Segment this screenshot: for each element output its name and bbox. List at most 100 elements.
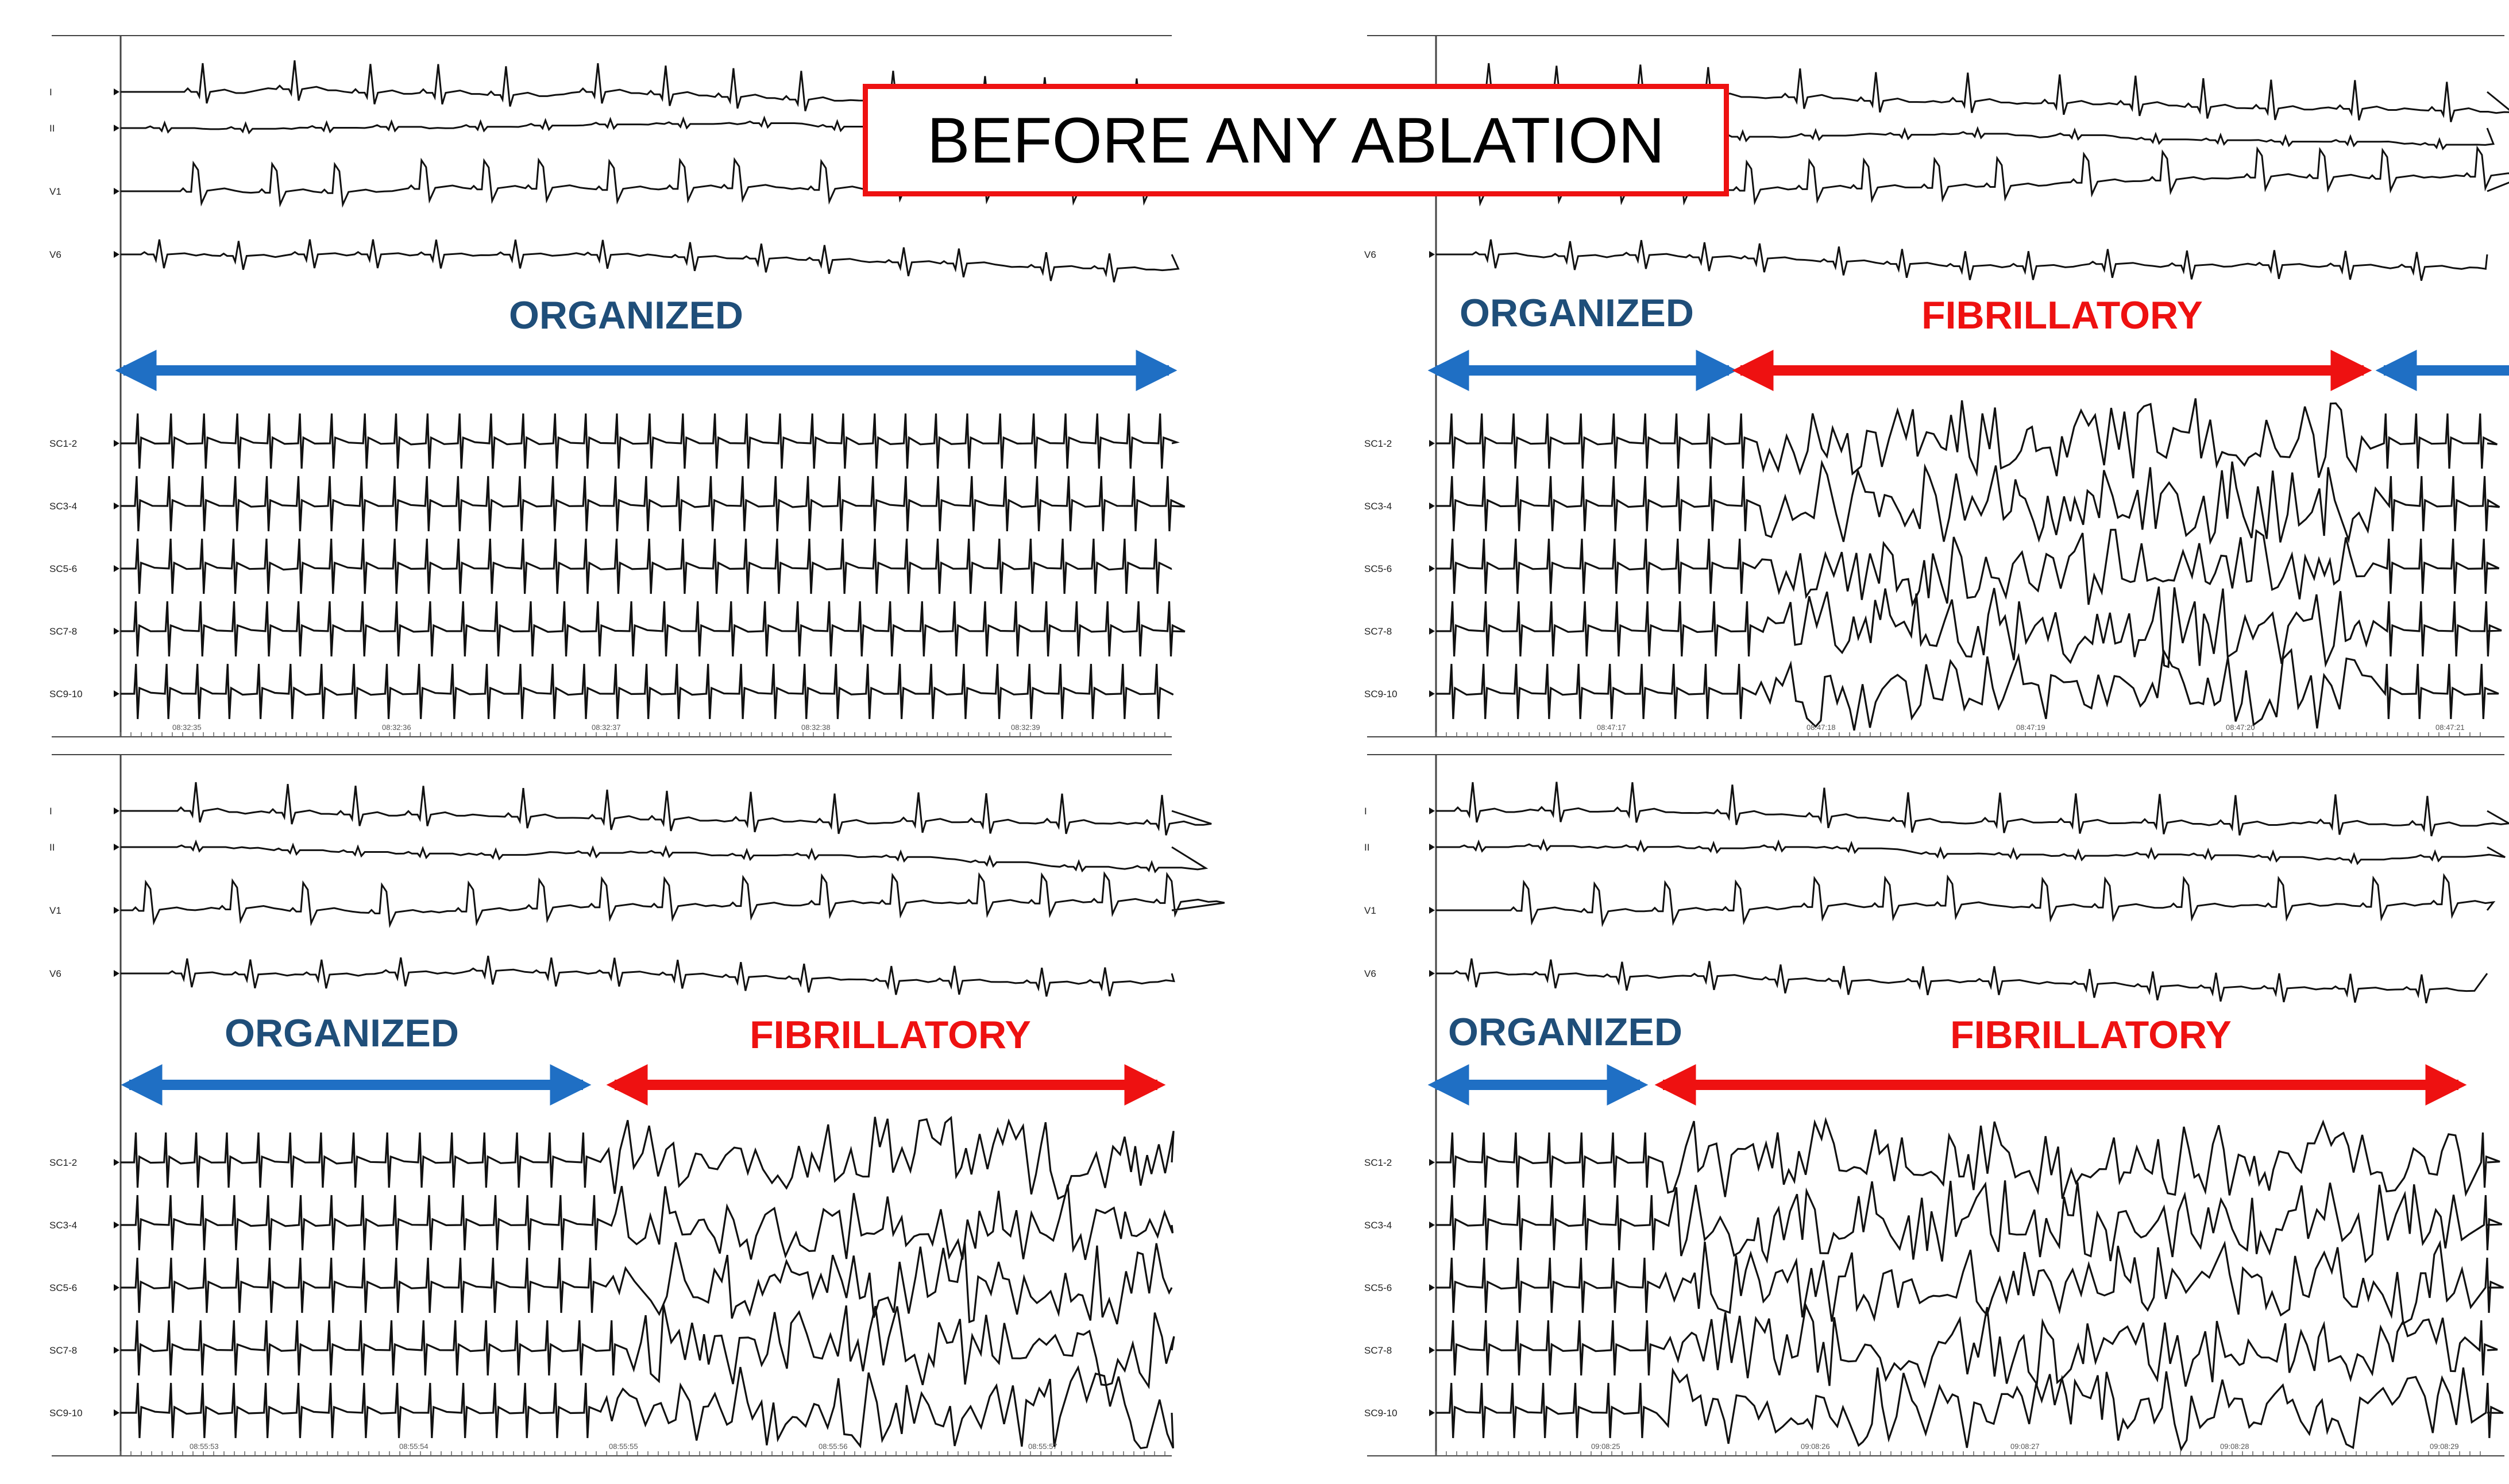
lead-marker (1429, 251, 1435, 258)
ecg-trace (1436, 1367, 2504, 1452)
lead-marker (114, 844, 119, 851)
lead-marker (114, 807, 119, 814)
ecg-trace (1436, 586, 2502, 668)
lead-marker (114, 1284, 119, 1291)
ecg-trace (1436, 1239, 2504, 1325)
ecg-trace (1436, 239, 2488, 281)
lead-marker (114, 440, 119, 447)
panel-top-left: I II V1 V6 SC1-2 SC3-4 SC5-6 SC7-8 SC9-1… (49, 35, 1207, 737)
time-label: 08:47:18 (1807, 723, 1836, 732)
ecg-trace (1436, 782, 2509, 837)
lead-label-SC1-2: SC1-2 (49, 438, 77, 449)
organized-label: ORGANIZED (1460, 291, 1694, 335)
time-labels: 08:55:53 08:55:54 08:55:55 08:55:56 08:5… (190, 1442, 1057, 1451)
fibrillatory-label: FIBRILLATORY (1921, 293, 2203, 337)
lead-label-SC5-6: SC5-6 (1364, 1282, 1392, 1293)
time-label: 08:32:36 (382, 723, 411, 732)
time-label: 09:08:26 (1801, 1442, 1830, 1451)
time-label: 08:32:35 (172, 723, 202, 732)
lead-marker (1429, 907, 1435, 914)
lead-label-SC5-6: SC5-6 (1364, 563, 1392, 574)
ecg-trace (121, 601, 1186, 657)
lead-label-SC1-2: SC1-2 (1364, 1157, 1392, 1168)
time-label: 08:32:37 (592, 723, 621, 732)
lead-label-SC1-2: SC1-2 (1364, 438, 1392, 449)
time-label: 08:55:55 (609, 1442, 638, 1451)
lead-label-V6: V6 (49, 968, 61, 979)
lead-label-SC7-8: SC7-8 (1364, 1345, 1392, 1356)
ecg-trace (121, 956, 1175, 997)
time-labels: 08:32:35 08:32:36 08:32:37 08:32:38 08:3… (172, 723, 1040, 732)
lead-marker (1429, 1409, 1435, 1416)
ecg-trace (121, 1304, 1175, 1389)
organized-label: ORGANIZED (1448, 1010, 1682, 1054)
lead-label-SC9-10: SC9-10 (49, 689, 83, 700)
ecg-trace (121, 1365, 1174, 1450)
lead-label-SC5-6: SC5-6 (49, 563, 77, 574)
lead-marker (114, 907, 119, 914)
lead-label-SC7-8: SC7-8 (49, 626, 77, 637)
organized-label: ORGANIZED (225, 1011, 459, 1055)
lead-marker (114, 251, 119, 258)
lead-marker (1429, 690, 1435, 697)
lead-marker (114, 125, 119, 132)
lead-marker (1429, 503, 1435, 509)
ecg-trace (121, 871, 1225, 929)
lead-label-SC3-4: SC3-4 (1364, 501, 1392, 512)
lead-labels: I II V1 V6 SC1-2 SC3-4 SC5-6 SC7-8 SC9-1… (49, 806, 83, 1419)
ecg-trace (121, 413, 1180, 469)
lead-label-SC3-4: SC3-4 (49, 501, 77, 512)
ecg-trace (1436, 1116, 2500, 1199)
ecg-trace (1436, 528, 2500, 608)
ecg-trace (1436, 1180, 2503, 1264)
lead-labels: I II V1 V6 SC1-2 SC3-4 SC5-6 SC7-8 SC9-1… (1364, 806, 1398, 1419)
time-label: 08:32:38 (801, 723, 831, 732)
lead-label-V6: V6 (1364, 249, 1376, 260)
lead-label-SC3-4: SC3-4 (49, 1220, 77, 1231)
time-label: 08:47:21 (2435, 723, 2465, 732)
lead-marker (1429, 565, 1435, 572)
lead-label-I: I (49, 806, 52, 817)
ecg-trace (121, 663, 1174, 720)
lead-label-SC7-8: SC7-8 (49, 1345, 77, 1356)
fibrillatory-label: FIBRILLATORY (750, 1013, 1031, 1057)
lead-marker (1429, 844, 1435, 851)
fibrillatory-label: FIBRILLATORY (1950, 1013, 2232, 1057)
lead-marker (1429, 1159, 1435, 1166)
title-box: BEFORE ANY ABLATION (863, 84, 1729, 196)
lead-marker (1429, 807, 1435, 814)
lead-label-V6: V6 (49, 249, 61, 260)
lead-marker (1429, 1284, 1435, 1291)
ecg-trace (1436, 838, 2506, 865)
lead-label-SC9-10: SC9-10 (49, 1408, 83, 1419)
lead-label-SC7-8: SC7-8 (1364, 626, 1392, 637)
lead-marker (114, 503, 119, 509)
panel-bottom-left: I II V1 V6 SC1-2 SC3-4 SC5-6 SC7-8 SC9-1… (49, 754, 1225, 1456)
lead-marker (114, 970, 119, 977)
lead-label-SC5-6: SC5-6 (49, 1282, 77, 1293)
ecg-trace (1436, 958, 2488, 1004)
time-label: 09:08:27 (2010, 1442, 2040, 1451)
lead-label-SC3-4: SC3-4 (1364, 1220, 1392, 1231)
time-labels: 09:08:25 09:08:26 09:08:27 09:08:28 09:0… (1591, 1442, 2459, 1451)
lead-marker (114, 1222, 119, 1228)
lead-label-V1: V1 (49, 905, 61, 916)
ecg-trace (121, 538, 1172, 594)
ecg-trace (121, 1184, 1174, 1261)
lead-labels: I II V1 V6 SC1-2 SC3-4 SC5-6 SC7-8 SC9-1… (49, 87, 83, 700)
ecg-trace (121, 1242, 1173, 1325)
lead-label-II: II (1364, 842, 1369, 853)
lead-label-V6: V6 (1364, 968, 1376, 979)
ecg-trace (121, 239, 1180, 283)
ecg-trace (121, 1115, 1175, 1200)
time-label: 09:08:28 (2220, 1442, 2249, 1451)
ecg-trace (121, 782, 1212, 836)
lead-marker (1429, 440, 1435, 447)
lead-label-SC1-2: SC1-2 (49, 1157, 77, 1168)
time-label: 08:47:17 (1597, 723, 1626, 732)
lead-label-II: II (49, 123, 55, 134)
lead-label-SC9-10: SC9-10 (1364, 689, 1398, 700)
lead-marker (114, 88, 119, 95)
ecg-trace (1436, 398, 2498, 478)
